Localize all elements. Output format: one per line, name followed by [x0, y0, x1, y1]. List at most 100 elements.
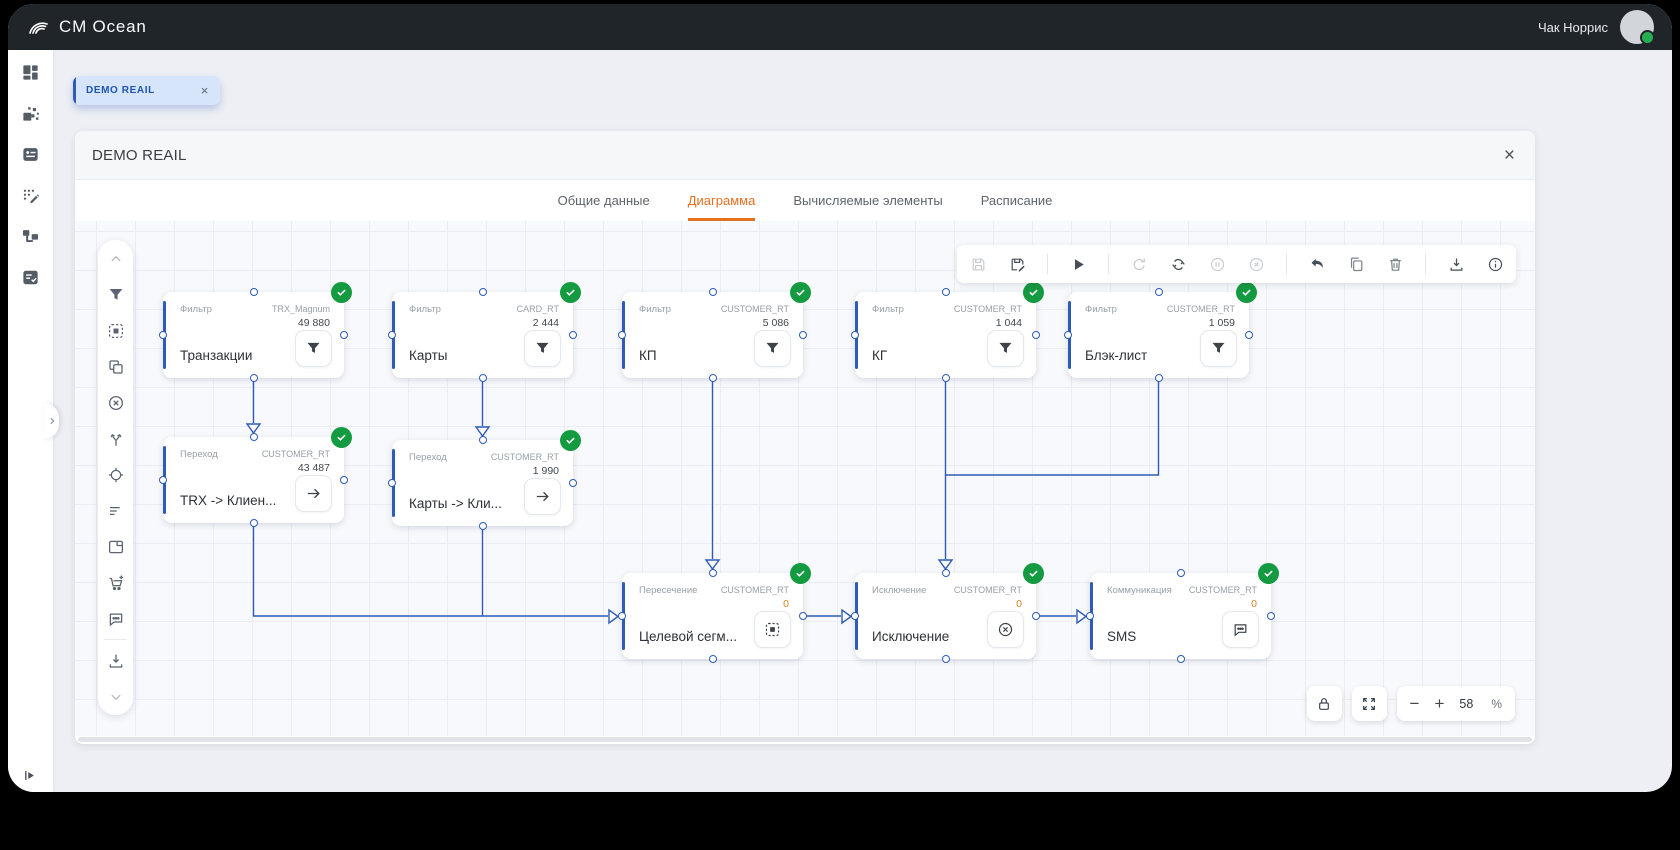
node-communication-button[interactable] [1222, 611, 1259, 648]
app-logo[interactable]: CM Ocean [26, 15, 147, 39]
connection-port[interactable] [851, 331, 859, 339]
connection-port[interactable] [249, 519, 258, 527]
tab-diagram[interactable]: Диаграмма [687, 180, 756, 221]
palette-exclusion[interactable] [106, 393, 125, 412]
run-button[interactable] [1069, 255, 1087, 273]
palette-target[interactable] [106, 465, 125, 484]
save-button[interactable] [969, 255, 987, 273]
connection-port[interactable] [340, 476, 348, 484]
connection-port[interactable] [1154, 288, 1163, 296]
connection-port[interactable] [159, 331, 167, 339]
connection-port[interactable] [1064, 331, 1072, 339]
connection-port[interactable] [708, 288, 717, 296]
connection-port[interactable] [478, 436, 487, 444]
refresh-button[interactable] [1130, 255, 1148, 273]
node-intersection-button[interactable] [754, 611, 791, 648]
sidebar-item-segments[interactable] [21, 103, 41, 123]
connection-port[interactable] [941, 569, 950, 577]
undo-button[interactable] [1308, 255, 1326, 273]
connection-port[interactable] [478, 374, 487, 382]
connection-port[interactable] [1032, 612, 1040, 620]
connection-port[interactable] [388, 479, 396, 487]
save-as-button[interactable] [1008, 255, 1026, 273]
palette-split[interactable] [106, 429, 125, 448]
connection-port[interactable] [618, 612, 626, 620]
connection-port[interactable] [478, 288, 487, 296]
user-menu[interactable]: Чак Норрис [1538, 10, 1655, 45]
connection-port[interactable] [249, 288, 258, 296]
connection-port[interactable] [708, 655, 717, 663]
palette-priority[interactable] [106, 501, 125, 520]
connection-port[interactable] [569, 331, 577, 339]
connection-port[interactable] [1176, 569, 1185, 577]
horizontal-scrollbar[interactable] [78, 737, 1532, 742]
zoom-out-button[interactable]: − [1409, 694, 1420, 713]
zoom-in-button[interactable]: + [1434, 694, 1445, 713]
connection-port[interactable] [799, 612, 807, 620]
connection-port[interactable] [1032, 331, 1040, 339]
node-transition-button[interactable] [524, 478, 561, 515]
palette-scroll-down[interactable] [106, 687, 125, 706]
zoom-level-value[interactable]: 58 [1459, 696, 1474, 711]
download-button[interactable] [1447, 255, 1465, 273]
connection-port[interactable] [1154, 374, 1163, 382]
fit-screen-button[interactable] [1351, 686, 1387, 721]
palette-window[interactable] [106, 537, 125, 556]
connection-port[interactable] [1245, 331, 1253, 339]
connection-port[interactable] [1176, 655, 1185, 663]
sidebar-item-drafts[interactable] [21, 185, 41, 205]
connection-port[interactable] [799, 331, 807, 339]
palette-cart[interactable] [106, 573, 125, 592]
close-icon[interactable]: × [1503, 144, 1515, 166]
connection-port[interactable] [1267, 612, 1275, 620]
info-button[interactable] [1486, 255, 1504, 273]
connection-port[interactable] [851, 612, 859, 620]
sidebar-item-cards[interactable] [21, 144, 41, 164]
connection-port[interactable] [249, 374, 258, 382]
close-icon[interactable]: × [200, 83, 209, 98]
delete-button[interactable] [1386, 255, 1404, 273]
restart-button[interactable] [1169, 255, 1187, 273]
tab-computed-elements[interactable]: Вычисляемые элементы [793, 192, 943, 208]
bottom-panel-expander[interactable] [18, 764, 40, 786]
pause-button[interactable] [1208, 255, 1226, 273]
node-filter-button[interactable] [987, 330, 1024, 367]
cancel-button[interactable] [1247, 255, 1265, 273]
connection-port[interactable] [159, 476, 167, 484]
palette-scroll-up[interactable] [106, 249, 125, 268]
node-filter-button[interactable] [524, 330, 561, 367]
connection-port[interactable] [249, 433, 258, 441]
connection-port[interactable] [941, 374, 950, 382]
connection-port[interactable] [708, 569, 717, 577]
lock-button[interactable] [1306, 686, 1342, 721]
side-panel-toggle[interactable] [44, 403, 59, 439]
sidebar-item-flows[interactable] [21, 226, 41, 246]
connection-port[interactable] [941, 288, 950, 296]
node-transition-button[interactable] [295, 475, 332, 512]
node-filter-button[interactable] [754, 330, 791, 367]
connection-port[interactable] [618, 331, 626, 339]
node-filter-button[interactable] [295, 330, 332, 367]
connection-port[interactable] [340, 331, 348, 339]
tab-general-data[interactable]: Общие данные [557, 192, 650, 208]
palette-export[interactable] [106, 651, 125, 670]
avatar[interactable] [1620, 10, 1655, 45]
node-filter-button[interactable] [1200, 330, 1237, 367]
connection-port[interactable] [388, 331, 396, 339]
connection-port[interactable] [1086, 612, 1094, 620]
connection-port[interactable] [708, 374, 717, 382]
palette-intersection[interactable] [106, 321, 125, 340]
sidebar-item-dashboard[interactable] [21, 62, 41, 82]
copy-button[interactable] [1347, 255, 1365, 273]
connection-port[interactable] [478, 522, 487, 530]
